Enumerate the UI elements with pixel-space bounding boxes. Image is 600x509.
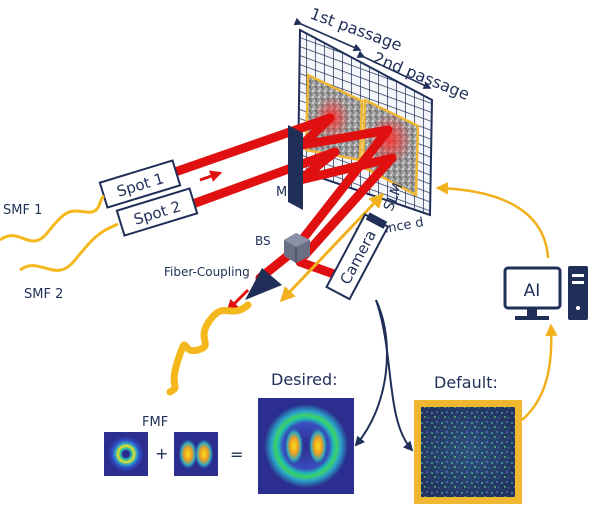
ai-computer-icon [503, 266, 588, 320]
red-direction-arrow [199, 170, 223, 182]
second-passage-arrow [356, 50, 432, 89]
plus-sign: + [155, 444, 168, 463]
fiber-coupling-lens [245, 268, 282, 300]
smf1-label: SMF 1 [3, 203, 42, 218]
fmf-label: FMF [142, 415, 168, 430]
equals-sign: = [230, 445, 243, 464]
smf2-label: SMF 2 [24, 287, 63, 302]
default-label: Default: [434, 373, 498, 392]
fmf-fiber [166, 301, 252, 396]
camera-to-default-arrow [375, 299, 414, 452]
default-pattern [414, 400, 522, 504]
mirror [288, 125, 303, 210]
first-passage-arrow [293, 17, 362, 52]
mode-image-lp01 [104, 432, 148, 476]
desired-pattern [258, 398, 354, 494]
default-to-ai-arrow [521, 323, 558, 421]
mode-image-lp11 [174, 432, 218, 476]
mirror-label: M [276, 185, 287, 200]
bs-label: BS [255, 234, 271, 248]
fiber-coupling-label: Fiber-Coupling [164, 265, 250, 279]
ai-label: AI [524, 281, 541, 301]
camera-to-desired-arrow [354, 299, 388, 447]
smf1-fiber [0, 194, 106, 243]
distance-arrow [279, 192, 385, 303]
smf2-fiber [19, 222, 119, 272]
ai-to-slm-arrow [435, 182, 550, 259]
desired-label: Desired: [271, 370, 338, 389]
red-out-arrow [226, 288, 250, 312]
